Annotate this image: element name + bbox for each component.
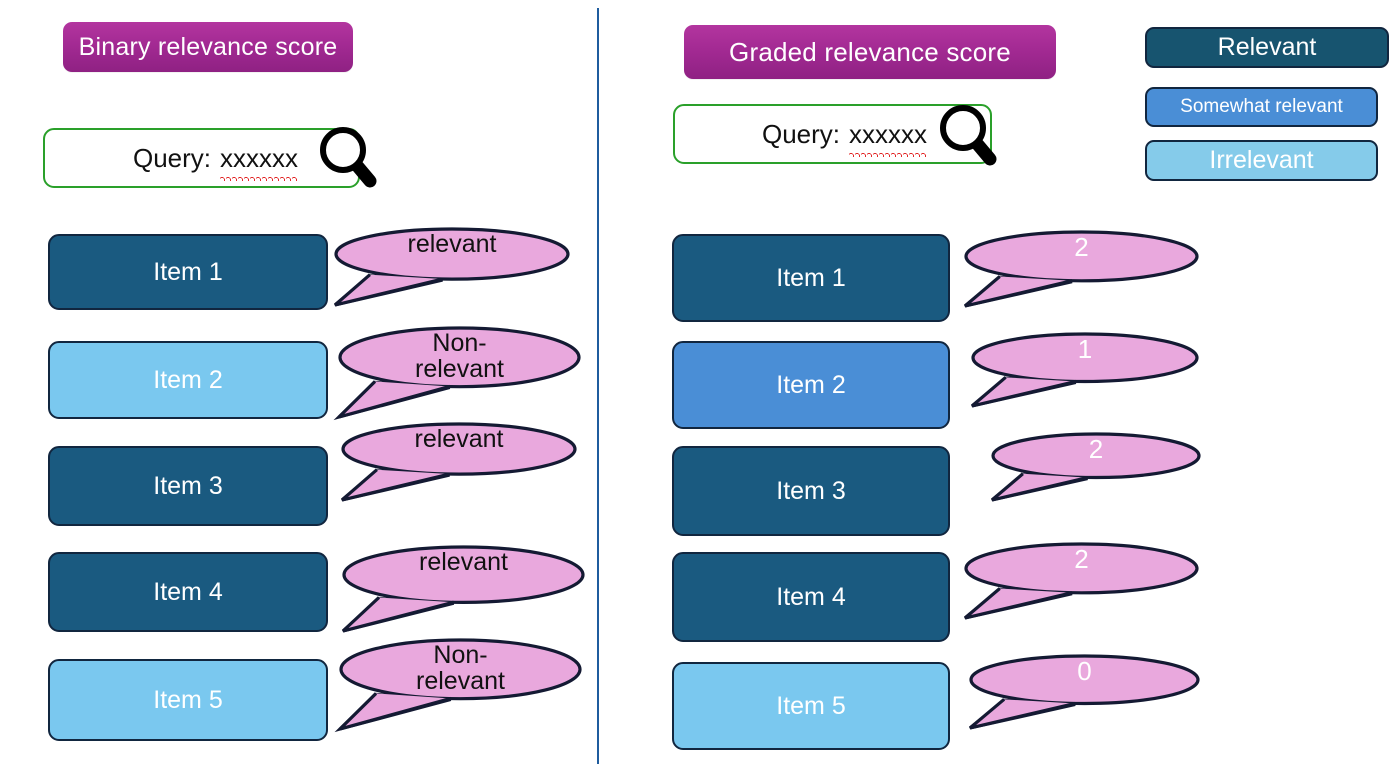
legend-item-somewhat-relevant: Somewhat relevant (1145, 87, 1378, 127)
result-item-label: Item 4 (153, 577, 223, 606)
query-value: xxxxxx (220, 142, 299, 181)
query-label: Query: (132, 142, 212, 173)
relevance-score-bubble: relevant (341, 543, 586, 633)
result-item[interactable]: Item 5 (672, 662, 950, 750)
query-value: xxxxxx (849, 118, 928, 157)
result-item-label: Item 1 (776, 263, 846, 292)
result-item[interactable]: Item 4 (672, 552, 950, 642)
result-item-label: Item 5 (153, 685, 223, 714)
result-item[interactable]: Item 3 (672, 446, 950, 536)
query-label: Query: (761, 118, 841, 149)
legend-label: Relevant (1217, 33, 1317, 61)
result-item-label: Item 3 (776, 476, 846, 505)
result-item-label: Item 3 (153, 471, 223, 500)
panel-title-binary: Binary relevance score (63, 22, 353, 72)
panel-divider (597, 8, 599, 764)
result-item[interactable]: Item 4 (48, 552, 328, 632)
legend-item-relevant: Relevant (1145, 27, 1389, 68)
relevance-score-bubble: 2 (990, 430, 1202, 502)
relevance-score-bubble: relevant (340, 420, 578, 502)
result-item[interactable]: Item 3 (48, 446, 328, 526)
result-item[interactable]: Item 2 (48, 341, 328, 419)
result-item-label: Item 1 (153, 257, 223, 286)
result-item-label: Item 5 (776, 691, 846, 720)
query-text: Query: xxxxxx (132, 142, 299, 181)
query-input-binary[interactable]: Query: xxxxxx (43, 128, 360, 188)
panel-title-graded: Graded relevance score (684, 25, 1056, 79)
result-item[interactable]: Item 1 (672, 234, 950, 322)
result-item[interactable]: Item 5 (48, 659, 328, 741)
legend-label: Somewhat relevant (1180, 96, 1343, 117)
legend-item-irrelevant: Irrelevant (1145, 140, 1378, 181)
relevance-score-bubble: Non-relevant (334, 636, 583, 733)
result-item-label: Item 2 (153, 365, 223, 394)
relevance-score-bubble: 0 (968, 652, 1201, 730)
relevance-score-bubble: 2 (963, 228, 1200, 308)
query-input-graded[interactable]: Query: xxxxxx (673, 104, 992, 164)
result-item[interactable]: Item 1 (48, 234, 328, 310)
relevance-score-bubble: relevant (333, 225, 571, 307)
relevance-score-bubble: Non-relevant (333, 324, 582, 421)
result-item-label: Item 2 (776, 370, 846, 399)
legend-label: Irrelevant (1209, 146, 1314, 174)
relevance-score-bubble: 1 (970, 330, 1200, 408)
relevance-score-bubble: 2 (963, 540, 1200, 620)
query-text: Query: xxxxxx (761, 118, 928, 157)
result-item[interactable]: Item 2 (672, 341, 950, 429)
result-item-label: Item 4 (776, 582, 846, 611)
